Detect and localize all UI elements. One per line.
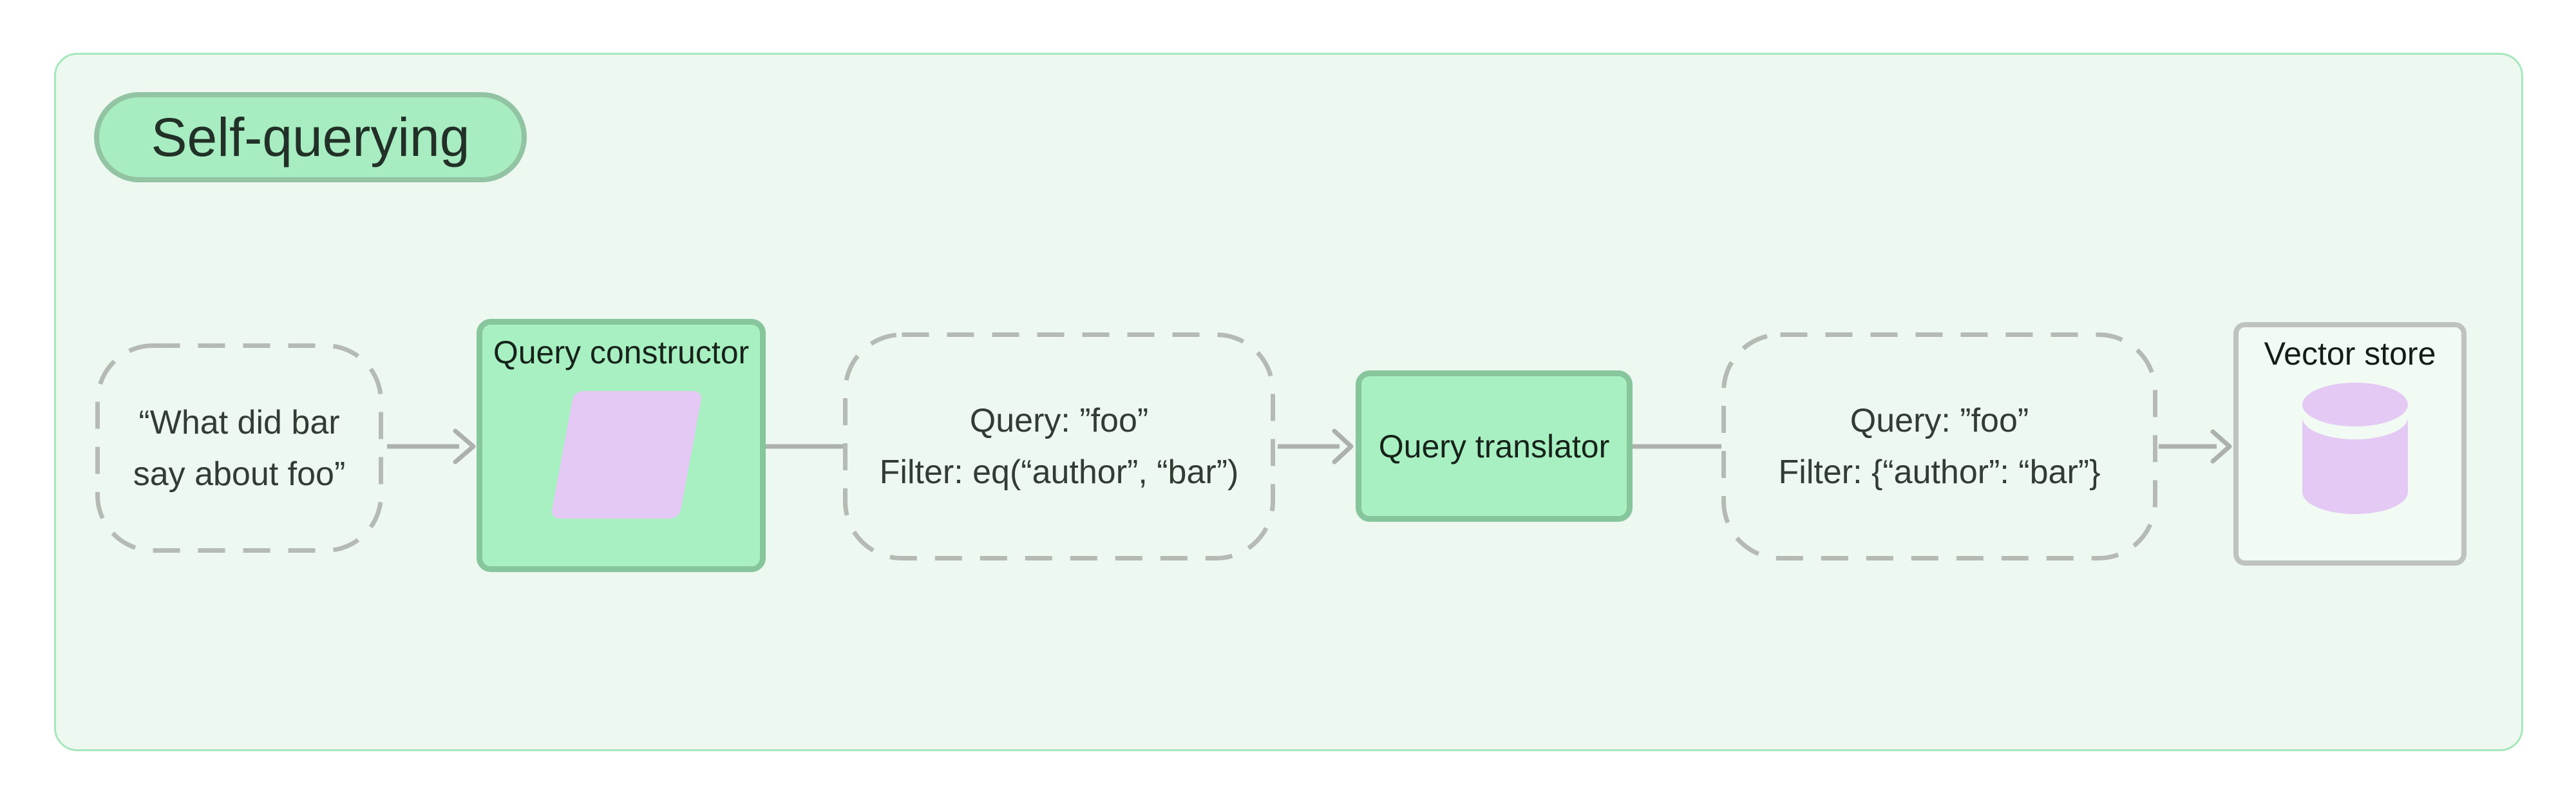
query-constructor-node: Query constructor (477, 319, 766, 572)
arrow-user-to-constructor (387, 428, 476, 464)
constructed-query-line2: Filter: eq(“author”, “bar”) (879, 454, 1239, 491)
dashed-border (1721, 332, 2157, 560)
parallelogram-icon (550, 391, 703, 519)
database-cylinder-icon (2302, 383, 2408, 514)
user-query-text-line2: say about foo” (133, 455, 346, 493)
vector-store-node: Vector store (2233, 322, 2467, 566)
line-constructor-to-constructed-query (766, 444, 843, 449)
query-translator-label: Query translator (1378, 428, 1610, 464)
translated-query-node: Query: ”foo” Filter: {“author”: “bar”} (1721, 332, 2157, 560)
dashed-border (95, 343, 383, 553)
constructed-query-line1: Query: ”foo” (969, 402, 1149, 439)
dashed-border (843, 332, 1275, 560)
translated-query-line2: Filter: {“author”: “bar”} (1778, 454, 2101, 491)
arrow-translated-query-to-vector-store (2159, 429, 2232, 464)
user-query-node: “What did bar say about foo” (95, 343, 383, 553)
line-translator-to-translated-query (1633, 444, 1721, 449)
self-querying-diagram-canvas: Self-querying “What did bar say about fo… (54, 53, 2523, 751)
query-constructor-label: Query constructor (493, 334, 750, 370)
translated-query-line1: Query: ”foo” (1850, 402, 2029, 439)
diagram-title-badge: Self-querying (94, 92, 527, 182)
diagram-title: Self-querying (151, 106, 470, 168)
user-query-text-line1: “What did bar (138, 403, 340, 441)
query-translator-node: Query translator (1356, 370, 1633, 522)
vector-store-label: Vector store (2264, 336, 2436, 372)
arrow-constructed-query-to-translator (1278, 428, 1354, 464)
constructed-query-node: Query: ”foo” Filter: eq(“author”, “bar”) (843, 332, 1275, 560)
